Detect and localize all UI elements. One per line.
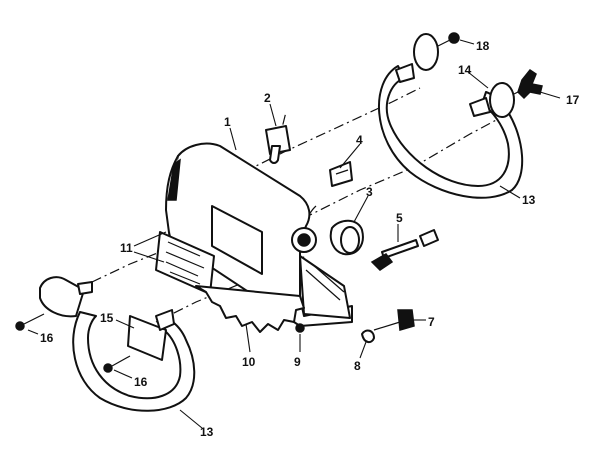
small-parts [295,323,375,344]
leader-lines [27,39,561,429]
callout-4: 4 [356,133,363,147]
callout-labels: 1 2 3 4 5 7 8 9 10 11 13 13 14 15 16 16 … [40,39,580,439]
callout-11: 11 [120,241,133,255]
callout-1: 1 [224,115,231,129]
callout-18: 18 [476,39,490,53]
callout-16-lower: 16 [134,375,148,389]
callout-13-upper: 13 [522,193,536,207]
callout-16-left: 16 [40,331,54,345]
upper-washer-and-knobs [413,32,543,118]
clip [329,161,353,187]
lower-guard-left [39,276,196,412]
saw-blade [195,285,305,333]
callout-17: 17 [566,93,580,107]
latch-lever [265,125,291,164]
arbor-bushing [291,219,364,256]
callout-15: 15 [100,311,114,325]
main-housing [155,142,353,327]
callout-10: 10 [242,355,256,369]
warning-label-lines [165,241,205,285]
screw-pin [370,229,439,271]
callout-5: 5 [396,211,403,225]
callout-2: 2 [264,91,271,105]
callout-8: 8 [354,359,361,373]
upper-guard-right [378,63,524,199]
callout-9: 9 [294,355,301,369]
callout-13-lower: 13 [200,425,214,439]
callout-14: 14 [458,63,472,77]
callout-3: 3 [366,185,373,199]
callout-7: 7 [428,315,435,329]
screws-16 [15,313,131,373]
adjustment-knob [373,309,415,331]
